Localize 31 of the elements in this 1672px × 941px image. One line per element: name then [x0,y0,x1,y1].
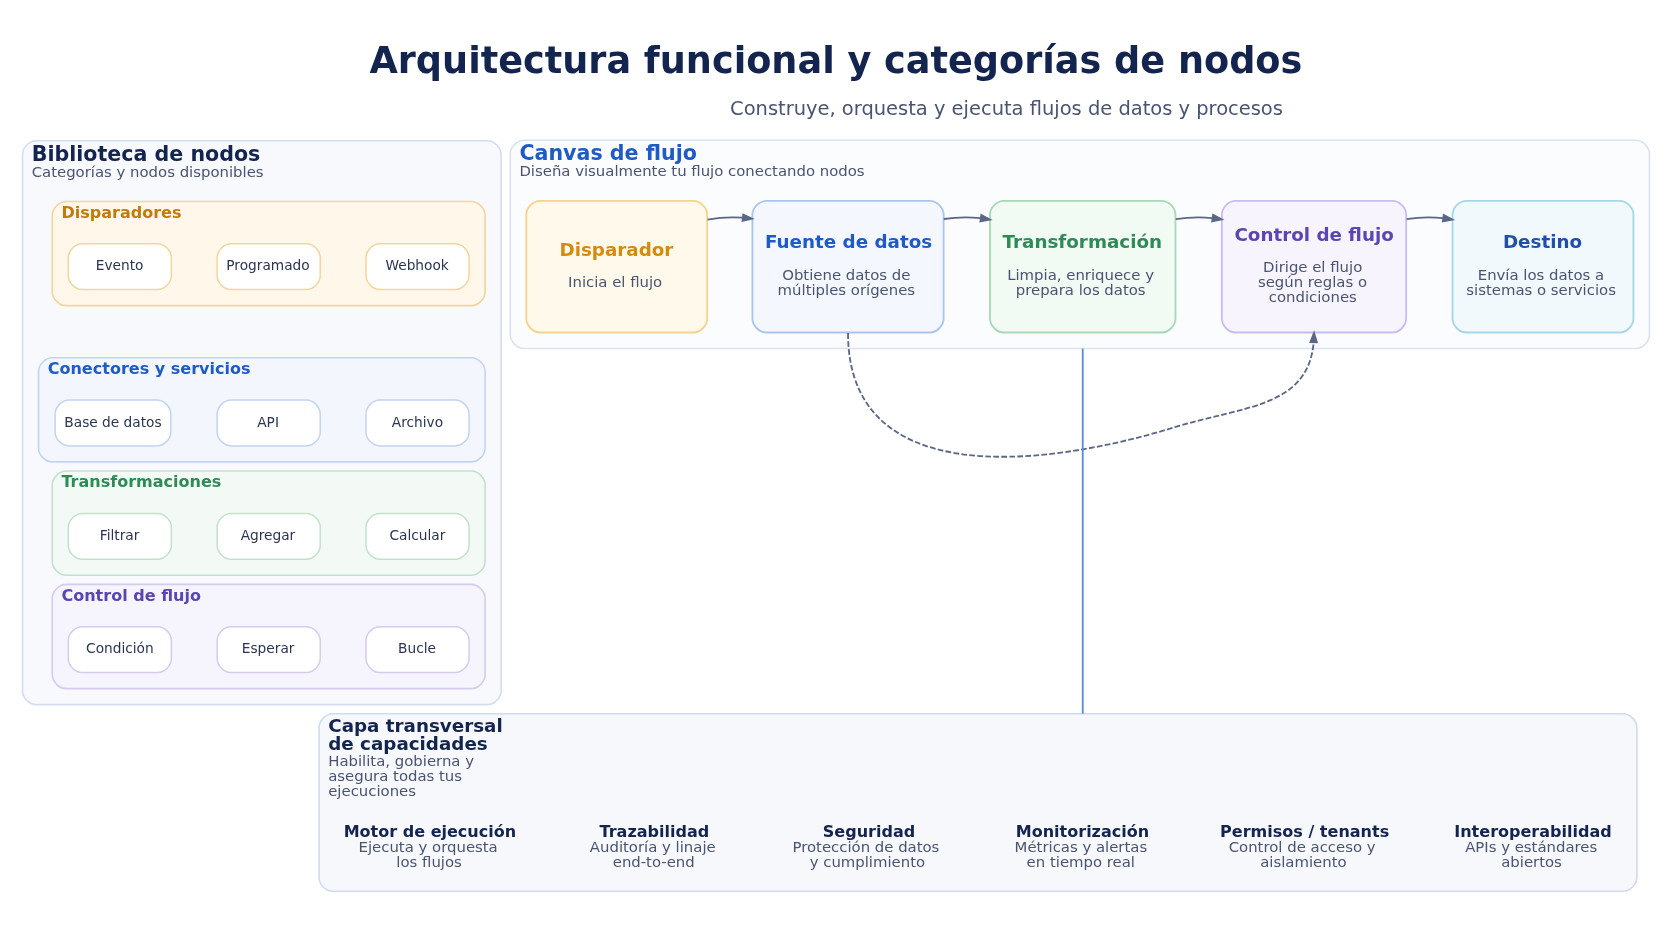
node-box: Destino Envía los datos a sistemas o servicios [1451,199,1635,334]
connector [1081,347,1084,715]
label: Construye, orquesta y ejecuta flujos de datos y procesos [730,97,1283,121]
arrow [942,213,993,223]
node-box: Condición [67,626,173,674]
node-text: Interoperabilidad APIs y estándares abiertos [1454,821,1612,871]
node-box: Control de flujo Dirige el flujo según reglas o condiciones [1220,199,1408,334]
node-box: Evento [67,243,173,291]
node-box: Disparador Inicia el flujo [525,199,709,334]
node-box: Filtrar [67,512,173,560]
node-box: Programado [216,243,321,291]
node-text: Permisos / tenants Control de acceso y aislamiento [1220,821,1390,871]
diagram-title: Arquitectura funcional y categorías de nodos [369,39,1303,83]
node-box: API [216,399,321,447]
node-box: Bucle [365,626,470,674]
arrow [1405,213,1456,223]
node-box: Calcular [365,512,470,560]
node-box: Fuente de datos Obtiene datos de múltiples orígenes [751,199,945,334]
node-box: Transformación Limpia, enriquece y prepara los datos [989,199,1177,334]
node-text: Seguridad Protección de datos y cumplimiento [792,821,940,871]
node-text: Trazabilidad Auditoría y linaje end-to-end [589,821,716,871]
node-box: Base de datos [54,399,172,447]
node-text: Motor de ejecución Ejecuta y orquesta los flujos [343,821,517,871]
node-text: Monitorización Métricas y alertas en tiempo real [1014,821,1150,871]
arrow [706,213,755,223]
arrow [847,330,1319,458]
node-box: Webhook [365,243,470,291]
node-box: Esperar [216,626,321,674]
node-box: Agregar [216,512,321,560]
node-box: Archivo [365,399,470,447]
arrow [1174,213,1225,223]
